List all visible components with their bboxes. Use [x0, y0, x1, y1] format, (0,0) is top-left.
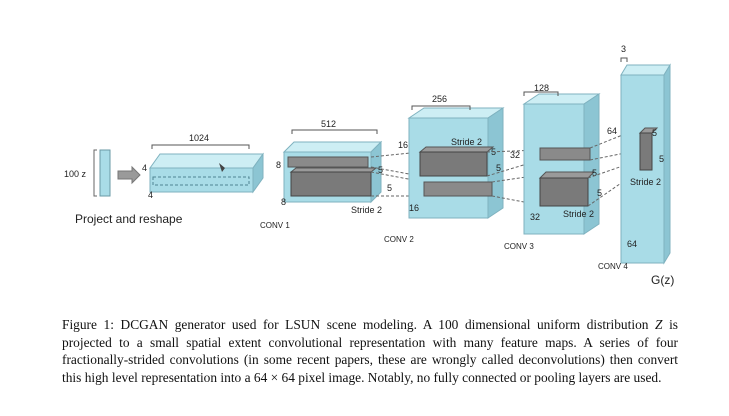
project-block: 1024 4 4 [142, 133, 264, 200]
conv4-block: 3 64 64 5 5 Stride 2 CONV 4 [598, 44, 671, 271]
conv3-channels: 128 [534, 83, 549, 93]
conv3-stride: Stride 2 [563, 209, 594, 219]
project-channels: 1024 [189, 133, 209, 143]
project-height: 4 [142, 163, 147, 173]
conv1-width: 8 [281, 197, 286, 207]
conv2-block: 256 16 16 5 5 Stride 2 CONV 2 [384, 94, 505, 244]
output-label: G(z) [651, 273, 674, 287]
conv1-channels: 512 [321, 119, 336, 129]
conv1-stride: Stride 2 [351, 205, 382, 215]
conv2-stride: Stride 2 [451, 137, 482, 147]
input-label: 100 z [64, 169, 87, 179]
conv4-width: 64 [627, 239, 637, 249]
conv3-height: 32 [510, 150, 520, 160]
conv2-label: CONV 2 [384, 235, 414, 244]
conv4-label: CONV 4 [598, 262, 628, 271]
conv2-height: 16 [398, 140, 408, 150]
conv1-height: 8 [276, 160, 281, 170]
project-label: Project and reshape [75, 212, 183, 226]
caption-variable: Z [655, 317, 663, 332]
conv4-kernel-1: 5 [652, 128, 657, 138]
input-vector: 100 z [64, 149, 111, 197]
conv1-kernel-2: 5 [387, 183, 392, 193]
conv4-stride: Stride 2 [630, 177, 661, 187]
project-width: 4 [148, 190, 153, 200]
conv3-width: 32 [530, 212, 540, 222]
caption-prefix: Figure 1: DCGAN generator used for LSUN … [62, 317, 656, 332]
conv3-kernel-2: 5 [597, 188, 602, 198]
conv2-kernel-2: 5 [496, 163, 501, 173]
caption-suffix: is projected to a small spatial extent c… [62, 317, 679, 385]
conv1-block: 512 8 8 5 5 Stride 2 CONV 1 [260, 119, 392, 230]
conv3-label: CONV 3 [504, 242, 534, 251]
input-arrow [117, 165, 141, 185]
conv3-block: 128 32 32 5 5 Stride 2 CONV 3 [504, 83, 602, 251]
conv4-channels: 3 [621, 44, 626, 54]
conv4-kernel-2: 5 [659, 154, 664, 164]
conv4-height: 64 [607, 126, 617, 136]
conv3-kernel-1: 5 [592, 168, 597, 178]
conv1-label: CONV 1 [260, 221, 290, 230]
figure-caption: Figure 1: DCGAN generator used for LSUN … [62, 316, 678, 386]
conv2-channels: 256 [432, 94, 447, 104]
conv1-kernel-1: 5 [378, 165, 383, 175]
conv2-width: 16 [409, 203, 419, 213]
dcgan-diagram: 100 z Project and reshape 1024 4 4 512 8… [64, 44, 674, 287]
